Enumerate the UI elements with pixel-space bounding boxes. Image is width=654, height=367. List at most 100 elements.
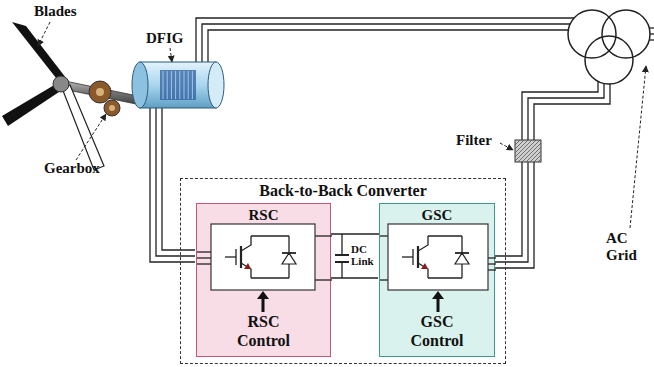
label-holder: DC Link	[351, 243, 375, 267]
dc-bus-stub	[315, 235, 332, 236]
coil-winding	[175, 71, 176, 99]
drawing-part	[649, 27, 654, 28]
igbt-emitter	[418, 263, 428, 278]
ac-wire-stub	[197, 257, 211, 258]
drawing-part	[208, 62, 224, 108]
drawing-part	[156, 104, 195, 256]
rotor-wires	[150, 104, 195, 262]
drawing-part	[585, 36, 633, 84]
rail	[428, 277, 462, 278]
drawing-part	[208, 30, 568, 64]
label-holder: Blades	[34, 3, 77, 20]
drawing-part	[494, 84, 610, 268]
switch-box	[388, 224, 488, 290]
igbt-emitter	[241, 263, 251, 278]
drawing-part	[12, 22, 66, 78]
coil-winding	[192, 71, 193, 99]
filter-symbol	[515, 140, 541, 162]
drawing-part	[341, 234, 342, 255]
drawing-part	[38, 22, 50, 46]
transformer-symbol	[568, 10, 650, 84]
switch-box	[211, 224, 315, 290]
coil-winding	[163, 71, 164, 99]
ac-wire-stub	[488, 269, 496, 270]
drawing-part	[170, 48, 172, 62]
drawing-part	[96, 88, 104, 96]
converter-group: RSC RSC Control GSC GSC Control Back-to-Back…	[180, 178, 506, 364]
diode-bar	[455, 252, 469, 254]
drawing-part	[202, 24, 570, 64]
control-label: RSC Control	[227, 313, 301, 350]
panel-title: RSC	[248, 207, 278, 224]
drawing-part	[76, 114, 106, 160]
grid-side-wires	[494, 81, 610, 268]
dc-link-capacitor	[330, 234, 378, 278]
rotor-blades	[2, 22, 104, 170]
drawing-part	[335, 254, 349, 256]
diode-symbol	[282, 253, 296, 264]
rail	[428, 235, 462, 236]
drawing-part	[53, 76, 69, 92]
part-label: DC Link	[351, 243, 375, 267]
coil-winding	[184, 71, 185, 99]
ac-wire-stub	[488, 257, 496, 258]
control-arrow	[262, 298, 265, 312]
rail	[251, 235, 289, 236]
panel-title: GSC	[422, 207, 453, 224]
drawing-part	[160, 70, 196, 100]
drawing-part	[515, 140, 541, 162]
control-arrow	[437, 298, 440, 312]
diode-symbol	[455, 253, 469, 264]
converter-panel: RSC RSC Control	[196, 203, 331, 357]
part-label: Gearbox	[44, 160, 100, 177]
drawing-part	[494, 81, 598, 256]
diode-bar	[282, 252, 296, 254]
dc-bus-stub	[380, 279, 388, 280]
dc-bus-stub	[380, 235, 388, 236]
drawing-part	[630, 66, 646, 228]
control-arrowhead	[257, 291, 269, 299]
stator-wires	[196, 18, 574, 64]
drawing-part	[330, 277, 378, 278]
drawing-part	[341, 262, 342, 278]
coil-winding	[188, 71, 189, 99]
part-label: Filter	[456, 132, 492, 149]
part-label: AC Grid	[606, 230, 648, 263]
ac-wire-stub	[197, 263, 211, 264]
drawing-part	[649, 39, 654, 40]
emitter-arrow	[421, 263, 428, 269]
part-label: DFIG	[146, 30, 184, 47]
ac-wire-stub	[488, 263, 496, 264]
coil-winding	[171, 71, 172, 99]
drawing-part	[150, 104, 195, 262]
leader-lines	[38, 22, 646, 228]
drawing-part	[62, 85, 104, 170]
coil-winding	[167, 71, 168, 99]
igbt-symbol	[417, 246, 419, 268]
panel-title: Back-to-Back Converter	[259, 182, 427, 200]
drawing-part	[109, 105, 115, 111]
igbt-gate-lead	[225, 256, 236, 257]
drawing-part	[602, 10, 650, 58]
drawing-part	[162, 104, 195, 250]
igbt-collector	[241, 236, 251, 251]
drawing-part	[2, 84, 62, 126]
ac-wire-stub	[197, 251, 211, 252]
drawing-part	[104, 100, 120, 116]
coil-winding	[179, 71, 180, 99]
igbt-symbol	[240, 246, 242, 268]
drawing-part	[163, 71, 192, 99]
label-holder: AC Grid	[606, 230, 648, 263]
dc-bus-line	[331, 233, 379, 234]
drawing-part	[132, 62, 148, 108]
drawing-part	[650, 33, 654, 34]
grid-wires	[649, 28, 654, 40]
label-holder: DFIG	[146, 30, 184, 47]
rail	[251, 277, 289, 278]
emitter-arrow	[244, 263, 251, 269]
control-label: GSC Control	[400, 313, 474, 350]
dc-bus-stub	[315, 279, 332, 280]
part-label: Blades	[34, 3, 77, 20]
label-holder: Gearbox	[44, 160, 100, 177]
